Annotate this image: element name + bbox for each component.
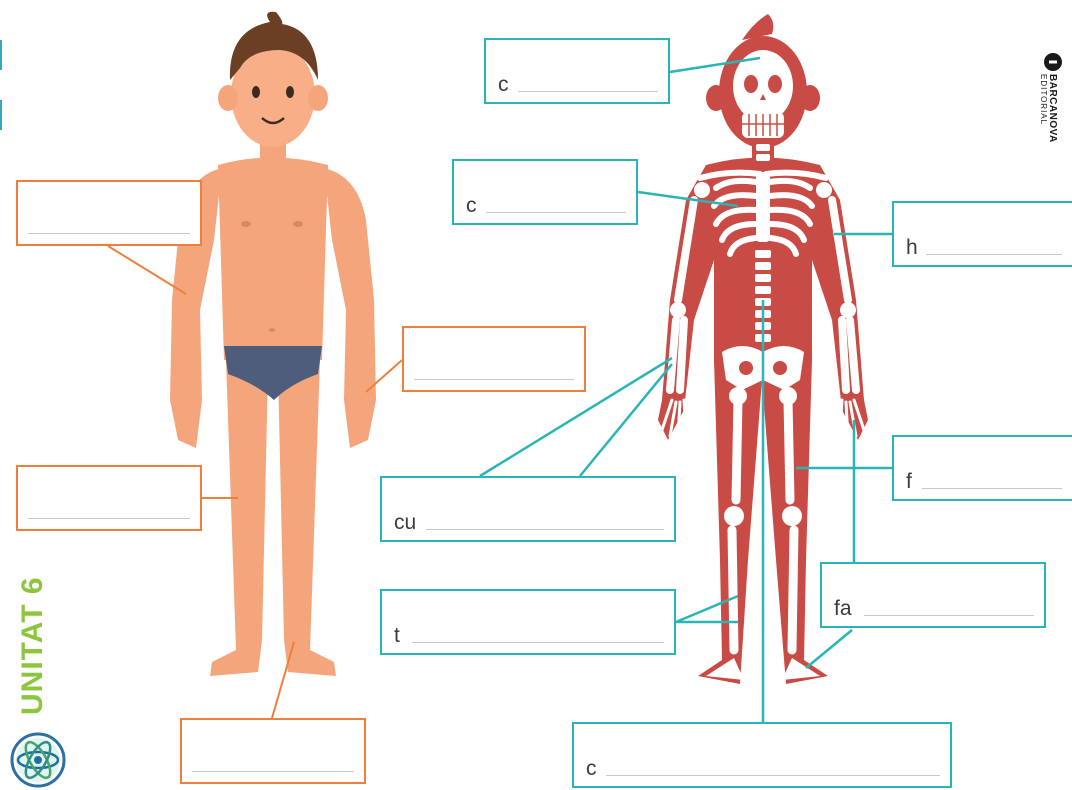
answer-line — [606, 775, 940, 776]
answer-line — [192, 771, 354, 772]
foot-label-box[interactable] — [180, 718, 366, 784]
humerus-label-box[interactable]: h — [892, 201, 1072, 267]
human-body-figure — [170, 12, 376, 676]
barcanova-logo-icon — [1043, 52, 1063, 72]
answer-line — [28, 518, 190, 519]
right-arm — [324, 168, 376, 448]
answer-line — [414, 379, 574, 380]
label-prefix: cu — [394, 512, 416, 533]
label-prefix: c — [466, 195, 477, 216]
page-edge-mark — [0, 100, 2, 130]
answer-line — [412, 642, 664, 643]
label-prefix: fa — [834, 598, 852, 619]
phalanges-label-box[interactable]: fa — [820, 562, 1046, 628]
atom-badge-icon — [8, 730, 68, 790]
answer-line — [518, 91, 658, 92]
answer-line — [28, 233, 190, 234]
right-leg — [278, 360, 336, 676]
answer-line — [864, 615, 1034, 616]
answer-line — [426, 529, 664, 530]
femur-label-box[interactable]: f — [892, 435, 1072, 501]
page-edge-mark — [0, 40, 2, 70]
spine-label-box[interactable]: c — [572, 722, 952, 788]
elbow-label-box[interactable]: cu — [380, 476, 676, 542]
left-leg — [210, 360, 268, 676]
label-prefix: f — [906, 471, 912, 492]
thigh-label-box[interactable] — [16, 465, 202, 531]
hand-label-box[interactable] — [402, 326, 586, 392]
label-prefix: c — [498, 74, 509, 95]
skull-label-box[interactable]: c — [484, 38, 670, 104]
arm-label-box[interactable] — [16, 180, 202, 246]
answer-line — [926, 254, 1062, 255]
tibia-label-box[interactable]: t — [380, 589, 676, 655]
answer-line — [922, 488, 1062, 489]
unit-label: UNITAT 6 — [16, 576, 50, 715]
publisher-name: BARCANOVA — [1047, 74, 1058, 143]
label-prefix: c — [586, 758, 597, 779]
answer-line — [486, 212, 626, 213]
ribcage-label-box[interactable]: c — [452, 159, 638, 225]
publisher-subtitle: EDITORIAL — [1039, 74, 1048, 125]
label-prefix: h — [906, 237, 918, 258]
label-prefix: t — [394, 625, 400, 646]
